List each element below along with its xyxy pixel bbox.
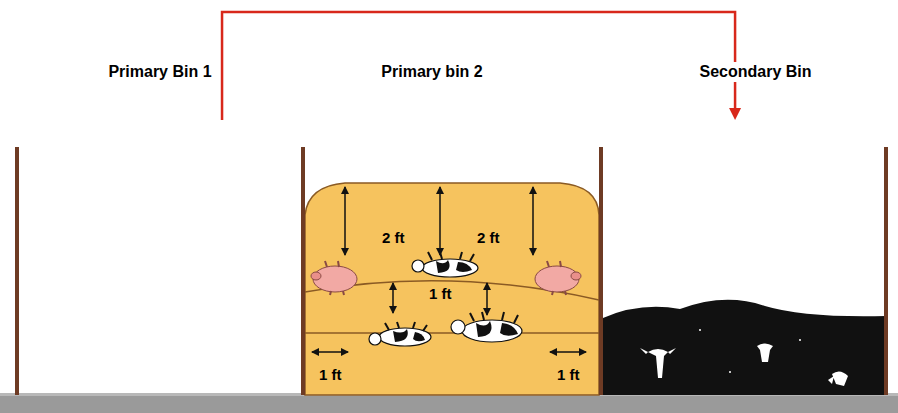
bin-post [599,147,603,395]
bin-region: Secondary Bin [603,120,884,395]
bin-heading: Secondary Bin [696,62,814,82]
bin-region: Primary bin 2 [305,120,599,395]
bin-heading: Primary bin 2 [378,62,485,82]
dimension-label: 1 ft [429,285,452,302]
cow-carcass [369,322,431,346]
bin-heading: Primary Bin 1 [105,62,214,82]
bin-region: Primary Bin 1 [19,120,301,395]
pig-carcass [311,261,357,295]
speck [729,371,731,373]
flow-arrow [222,12,741,120]
bin-post [15,147,19,395]
layer-line [305,332,599,334]
dimension-label: 1 ft [319,366,342,383]
ground-slab [0,393,898,413]
skull [648,349,668,378]
compost-pile [305,183,599,395]
bone-remains [640,329,848,386]
dimension-label: 2 ft [382,229,405,246]
dimension-label: 1 ft [557,366,580,383]
speck [799,339,801,341]
horn [640,348,676,354]
skull [757,344,773,363]
bin-post [884,147,888,395]
dimension-label: 2 ft [477,229,500,246]
bin-post [301,147,305,395]
cow-carcass [412,252,478,277]
pig-carcass [535,261,581,295]
cow-carcass [451,312,522,342]
bone [828,371,848,386]
dimension-arrows [312,187,586,352]
speck [699,329,701,331]
finished-compost [603,300,886,395]
